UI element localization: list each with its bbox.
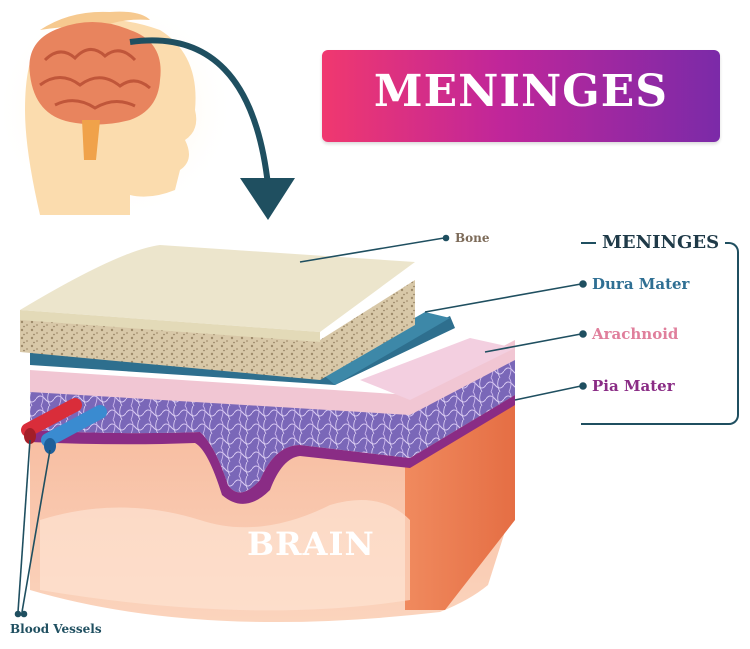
brain-label: BRAIN (247, 525, 375, 563)
title-banner: MENINGES (322, 50, 720, 142)
bone-leader-line (300, 238, 444, 262)
banner-title: MENINGES (322, 66, 720, 117)
vessel-leader-line-1 (18, 440, 30, 612)
meninges-cross-section (20, 245, 515, 622)
vessel-leader-dot-2 (22, 612, 27, 617)
legend-title: MENINGES (596, 232, 725, 253)
vessel-leader-dot-1 (16, 612, 21, 617)
dura-mater-label: Dura Mater (592, 275, 689, 293)
arachnoid-leader-line (485, 334, 581, 352)
pia-leader-line (515, 386, 581, 400)
dura-leader-line (425, 284, 581, 312)
blood-vessels-label: Blood Vessels (10, 622, 102, 636)
bone-label: Bone (455, 231, 490, 245)
pia-mater-label: Pia Mater (592, 377, 675, 395)
bone-leader-dot (444, 236, 449, 241)
head-illustration (0, 0, 235, 220)
arachnoid-label: Arachnoid (592, 325, 678, 343)
